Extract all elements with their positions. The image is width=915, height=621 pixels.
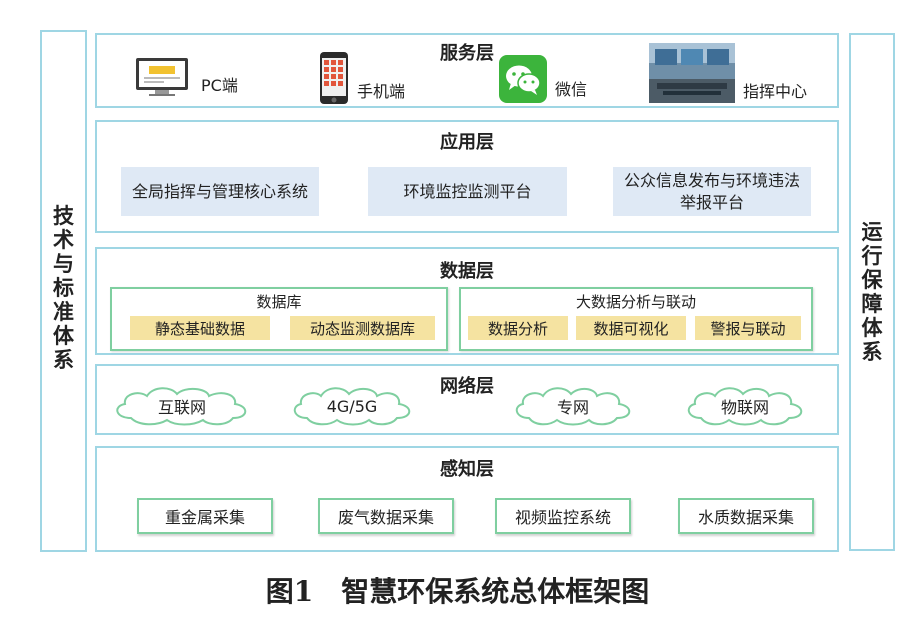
pc-monitor-icon bbox=[135, 57, 189, 97]
data-layer: 数据层 数据库 静态基础数据 动态监测数据库 大数据分析与联动 数据分析 数据可… bbox=[95, 247, 839, 355]
service-layer: 服务层 PC端 手机端 bbox=[95, 33, 839, 108]
water-quality-collection-box: 水质数据采集 bbox=[678, 498, 814, 534]
mobile-label: 手机端 bbox=[357, 82, 406, 101]
figure-caption: 图1 智慧环保系统总体框架图 bbox=[265, 575, 650, 608]
exhaust-gas-collection-box: 废气数据采集 bbox=[318, 498, 454, 534]
internet-label: 互联网 bbox=[157, 398, 206, 417]
iot-label: 物联网 bbox=[720, 398, 769, 417]
environment-monitoring-platform-label: 环境监控监测平台 bbox=[403, 181, 532, 201]
perception-layer: 感知层 重金属采集 废气数据采集 视频监控系统 水质数据采集 bbox=[95, 446, 839, 552]
mobile-phone-icon bbox=[319, 51, 349, 105]
internet-cloud: 互联网 bbox=[109, 384, 255, 428]
data-visualization-box: 数据可视化 bbox=[576, 316, 686, 340]
dynamic-monitoring-db-box: 动态监测数据库 bbox=[290, 316, 435, 340]
private-network-label: 专网 bbox=[556, 398, 589, 417]
network-layer: 网络层 互联网 4G/5G 专网 物联网 bbox=[95, 364, 839, 435]
database-title: 数据库 bbox=[256, 293, 302, 311]
environment-monitoring-platform-box: 环境监控监测平台 bbox=[368, 167, 567, 216]
data-analysis-box: 数据分析 bbox=[468, 316, 568, 340]
public-info-report-platform-label: 公众信息发布与环境违法举报平台 bbox=[624, 170, 801, 212]
alarm-linkage-box: 警报与联动 bbox=[695, 316, 801, 340]
perception-layer-title: 感知层 bbox=[440, 459, 494, 480]
private-network-cloud: 专网 bbox=[511, 384, 635, 428]
service-layer-title: 服务层 bbox=[440, 43, 494, 64]
bigdata-panel: 大数据分析与联动 数据分析 数据可视化 警报与联动 bbox=[459, 287, 813, 351]
4g5g-label: 4G/5G bbox=[326, 396, 378, 416]
iot-cloud: 物联网 bbox=[681, 384, 809, 428]
pc-label: PC端 bbox=[201, 76, 238, 95]
command-center-label: 指挥中心 bbox=[743, 82, 808, 101]
bigdata-title: 大数据分析与联动 bbox=[575, 293, 696, 311]
static-base-data-box: 静态基础数据 bbox=[130, 316, 270, 340]
command-center-photo bbox=[649, 43, 735, 103]
application-layer-title: 应用层 bbox=[440, 132, 494, 153]
video-surveillance-box: 视频监控系统 bbox=[495, 498, 631, 534]
heavy-metal-collection-box: 重金属采集 bbox=[137, 498, 273, 534]
tech-standard-system-label: 技术与标准体系 bbox=[53, 204, 74, 372]
database-panel: 数据库 静态基础数据 动态监测数据库 bbox=[110, 287, 448, 351]
application-layer: 应用层 全局指挥与管理核心系统 环境监控监测平台 公众信息发布与环境违法举报平台 bbox=[95, 120, 839, 233]
data-layer-title: 数据层 bbox=[440, 261, 494, 282]
tech-standard-system-panel: 技术与标准体系 bbox=[40, 30, 87, 552]
wechat-label: 微信 bbox=[555, 80, 588, 99]
global-command-core-system-box: 全局指挥与管理核心系统 bbox=[121, 167, 319, 216]
wechat-icon bbox=[499, 55, 547, 103]
operation-support-system-panel: 运行保障体系 bbox=[849, 33, 895, 551]
global-command-core-system-label: 全局指挥与管理核心系统 bbox=[132, 181, 309, 201]
network-layer-title: 网络层 bbox=[440, 376, 494, 397]
operation-support-system-label: 运行保障体系 bbox=[861, 220, 883, 364]
4g5g-cloud: 4G/5G bbox=[287, 384, 417, 428]
public-info-report-platform-box: 公众信息发布与环境违法举报平台 bbox=[613, 167, 811, 216]
